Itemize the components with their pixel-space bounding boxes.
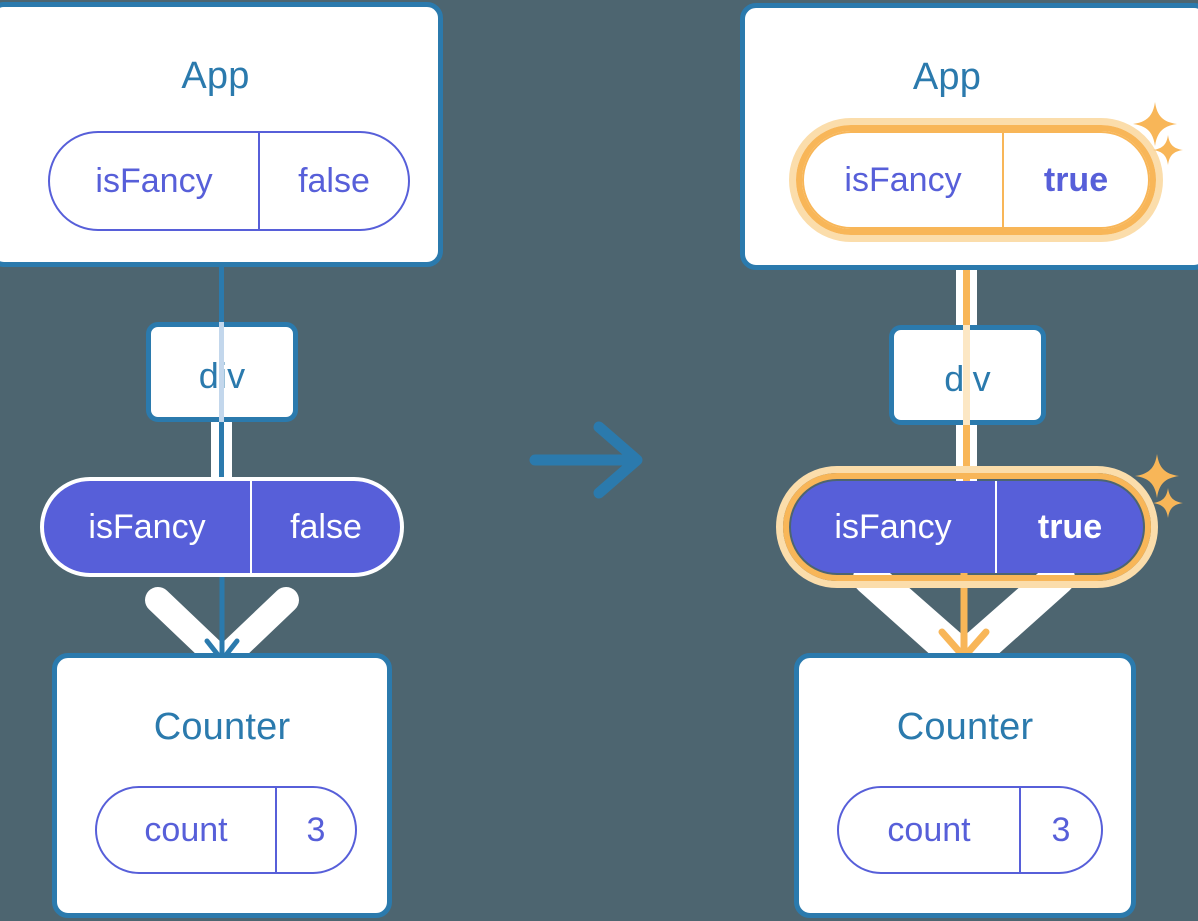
state-pill-ring-after: [796, 125, 1156, 235]
state-pill-key: count: [144, 810, 228, 849]
card-counter-after: Counter count 3: [794, 653, 1136, 918]
state-pill-isfancy-before: isFancy false: [48, 131, 410, 231]
arrow-right-icon: [529, 421, 643, 499]
prop-pill-isfancy-after: isFancy true: [791, 481, 1143, 573]
sparkle-icon: [1153, 135, 1183, 165]
state-pill-glow-after: [789, 118, 1163, 242]
connector-div-to-prop-after: [963, 422, 970, 492]
prop-pill-isfancy-before: isFancy false: [40, 477, 404, 577]
prop-pill-ring-after: [783, 473, 1151, 581]
prop-pill-value: true: [1037, 507, 1103, 546]
state-pill-key: count: [887, 810, 971, 849]
pill-divider: [995, 481, 997, 573]
prop-pill-value: false: [290, 507, 362, 546]
card-counter-before: Counter count 3: [52, 653, 392, 918]
connector-app-to-div-before: [219, 260, 224, 322]
connector-inside-div-before: [219, 322, 224, 422]
card-title-app-before: App: [181, 55, 250, 97]
state-pill-value: 3: [306, 810, 326, 849]
card-title-app-after: App: [912, 56, 982, 98]
pill-divider: [275, 788, 277, 872]
state-pill-count-after: count 3: [837, 786, 1103, 874]
connector-div-to-prop-before: [219, 420, 224, 490]
pill-divider: [258, 133, 260, 229]
prop-pill-key: isFancy: [88, 507, 206, 546]
card-title-counter-before: Counter: [153, 706, 291, 748]
state-pill-key: isFancy: [95, 161, 213, 200]
state-pill-count-before: count 3: [95, 786, 357, 874]
pill-divider: [250, 481, 252, 573]
sparkle-icon: [1133, 102, 1177, 146]
pill-divider: [1002, 133, 1004, 227]
state-pill-isfancy-after: isFancy true: [802, 131, 1150, 229]
prop-pill-key: isFancy: [834, 507, 952, 546]
card-app-before: App isFancy false: [0, 2, 443, 267]
sparkle-icon: [1153, 488, 1183, 518]
state-pill-value: true: [1043, 160, 1109, 199]
prop-pill-glow-after: [776, 466, 1158, 588]
pill-divider: [1019, 788, 1021, 872]
state-pill-value: false: [298, 161, 370, 200]
state-pill-value: 3: [1051, 810, 1071, 849]
card-title-counter-after: Counter: [896, 706, 1034, 748]
sparkle-icon: [1135, 454, 1179, 498]
card-app-after: App isFancy true: [740, 3, 1198, 270]
connector-inside-div-after: [963, 325, 970, 425]
state-pill-key: isFancy: [844, 160, 962, 199]
